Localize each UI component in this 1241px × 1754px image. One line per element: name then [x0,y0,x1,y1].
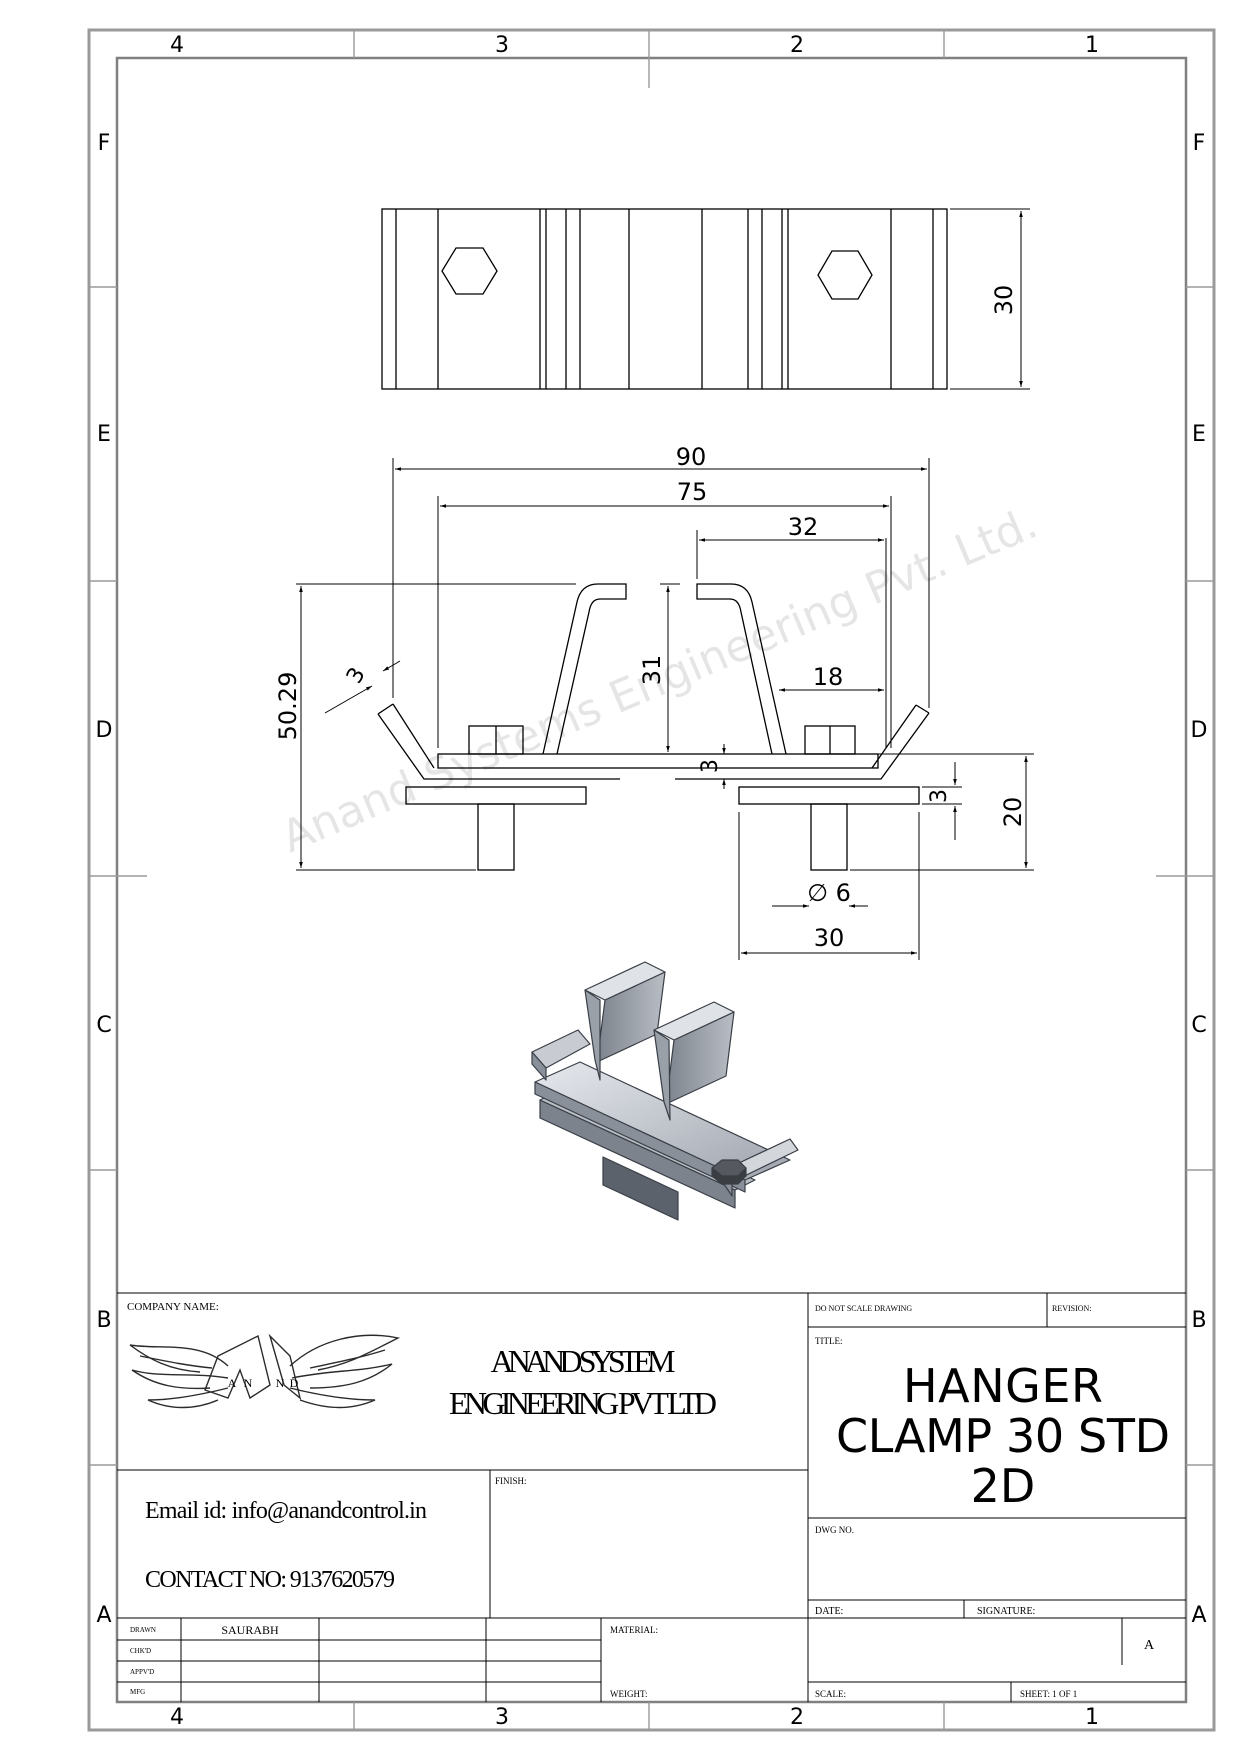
dimension-label: 3 [342,663,371,688]
title-label: TITLE: [815,1336,843,1346]
dimension-label: 3 [927,789,952,803]
manufacturing-label: MFG [130,1688,145,1696]
dimension-label: 90 [676,443,707,471]
front-view-dimensions [296,458,1034,960]
drawn-label: DRAWN [130,1626,156,1634]
company-name-line1: ANAND SYSTEM [491,1343,676,1379]
company-name-line2: ENGINEERING PVT LTD [449,1385,717,1421]
logo-letter: A [228,1376,237,1390]
company-name-label: COMPANY NAME: [127,1301,219,1313]
dimension-label: 20 [999,797,1027,828]
finish-label: FINISH: [495,1476,527,1486]
front-view [377,583,930,871]
scale-label: SCALE: [815,1689,846,1699]
logo-letter: N [244,1376,253,1390]
row-label: E [97,422,111,447]
sheet-number: SHEET: 1 OF 1 [1020,1689,1077,1699]
top-view [381,208,948,390]
dimension-label: 31 [638,655,666,686]
company-logo [129,1333,401,1409]
row-label: F [1193,131,1206,156]
zone-labels: 4 3 2 1 4 3 2 1 F E D C B A F E D C B A [96,33,1208,1730]
column-label: 2 [790,33,804,58]
row-label: A [1191,1603,1206,1628]
row-label: B [1191,1308,1206,1333]
weight-label: WEIGHT: [610,1689,648,1699]
front-view-dimension-labels: 90 75 32 18 31 50.29 3 3 3 20 ∅ 6 30 [274,443,1027,952]
row-label: D [96,718,113,743]
contact-number: CONTACT NO: 9137620579 [145,1567,395,1593]
do-not-scale-note: DO NOT SCALE DRAWING [815,1304,912,1313]
column-label: 4 [170,33,184,58]
dimension-label: 50.29 [274,672,302,741]
column-label: 4 [170,1705,184,1730]
dimension-label: 75 [677,478,708,506]
column-label: 3 [495,33,509,58]
column-label: 1 [1085,33,1099,58]
logo-letters: A N N D [228,1376,299,1390]
checked-label: CHK'D [130,1647,151,1655]
dimension-30-vertical [950,208,1030,390]
row-label: E [1192,422,1206,447]
approved-label: APPV'D [130,1668,154,1676]
dimension-label: 32 [788,513,819,541]
dimension-label: 3 [698,759,723,773]
row-label: C [96,1013,111,1038]
email-text: Email id: info@anandcontrol.in [145,1498,427,1524]
material-label: MATERIAL: [610,1625,658,1635]
row-label: D [1191,718,1208,743]
logo-letter: D [290,1376,299,1390]
drawn-by-name: SAURABH [221,1623,279,1637]
dimension-label: 30 [990,285,1018,316]
row-label: A [96,1603,111,1628]
dimension-label: 30 [814,924,845,952]
hex-nut-icon [817,250,873,300]
logo-letter: N [276,1376,285,1390]
row-label: C [1191,1013,1206,1038]
drawing-title-line3: 2D [971,1459,1036,1513]
sheet-border [87,28,1216,1732]
date-label: DATE: [815,1606,843,1617]
title-block-text: COMPANY NAME: ANAND SYSTEM ENGINEERING P… [127,1301,1170,1699]
row-label: F [98,131,111,156]
column-label: 3 [495,1705,509,1730]
title-block [117,1292,1186,1702]
dimension-label: ∅ 6 [807,879,851,907]
row-label: B [96,1308,111,1333]
drawing-title-line1: HANGER [903,1359,1103,1413]
column-label: 1 [1085,1705,1099,1730]
hex-nut-icon [441,247,498,295]
dwg-no-label: DWG NO. [815,1525,854,1535]
drawing-title-line2: CLAMP 30 STD [836,1409,1170,1463]
column-label: 2 [790,1705,804,1730]
isometric-view [531,961,799,1221]
revision-label: REVISION: [1052,1304,1092,1313]
dimension-label: 18 [813,663,844,691]
size-value: A [1144,1638,1155,1653]
signature-label: SIGNATURE: [977,1606,1035,1617]
